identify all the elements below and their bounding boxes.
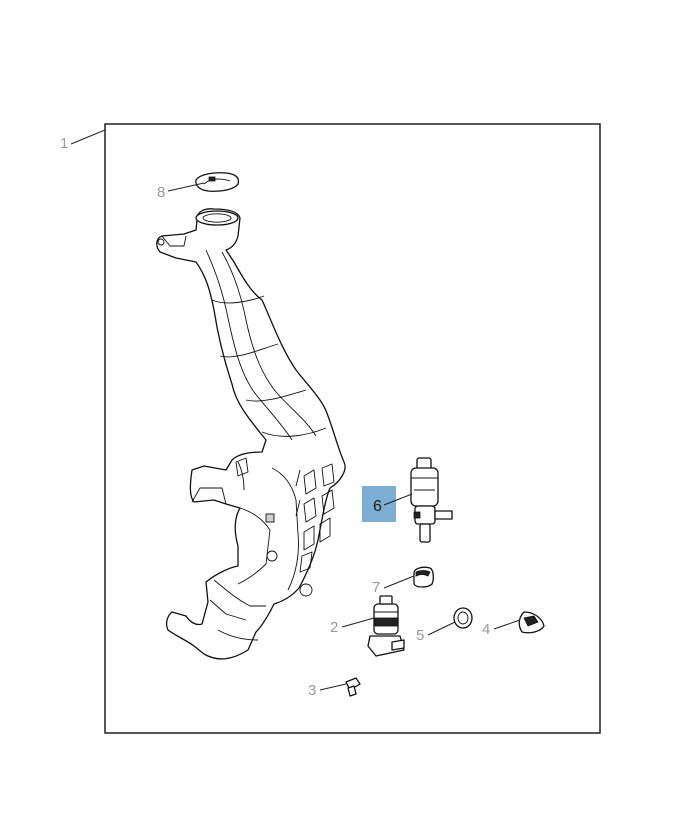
washer-pump-2[interactable] [367, 595, 405, 657]
level-sensor-4[interactable] [518, 611, 545, 634]
callout-4: 4 [482, 619, 521, 638]
svg-text:7: 7 [372, 579, 380, 596]
callout-6-highlight [362, 486, 396, 522]
svg-text:4: 4 [482, 621, 490, 638]
svg-text:3: 3 [308, 682, 316, 699]
callout-6[interactable]: 6 [362, 486, 413, 522]
svg-text:6: 6 [373, 498, 382, 515]
screw-3[interactable] [345, 677, 361, 697]
reservoir-ribs [295, 463, 335, 573]
callout-8: 8 [157, 182, 205, 201]
callout-2: 2 [330, 617, 375, 636]
seal-5[interactable] [453, 607, 473, 629]
svg-text:5: 5 [416, 627, 424, 644]
svg-text:8: 8 [157, 184, 165, 201]
svg-text:2: 2 [330, 619, 338, 636]
washer-pump-6[interactable] [410, 457, 453, 543]
callout-1: 1 [60, 129, 106, 152]
filler-cap[interactable] [195, 172, 240, 192]
kit-frame [104, 123, 601, 734]
callout-3: 3 [308, 682, 347, 699]
callout-7: 7 [372, 575, 415, 596]
grommet-7[interactable] [413, 566, 434, 588]
svg-text:1: 1 [60, 135, 68, 152]
callout-5: 5 [416, 621, 456, 644]
washer-reservoir[interactable] [156, 208, 346, 660]
